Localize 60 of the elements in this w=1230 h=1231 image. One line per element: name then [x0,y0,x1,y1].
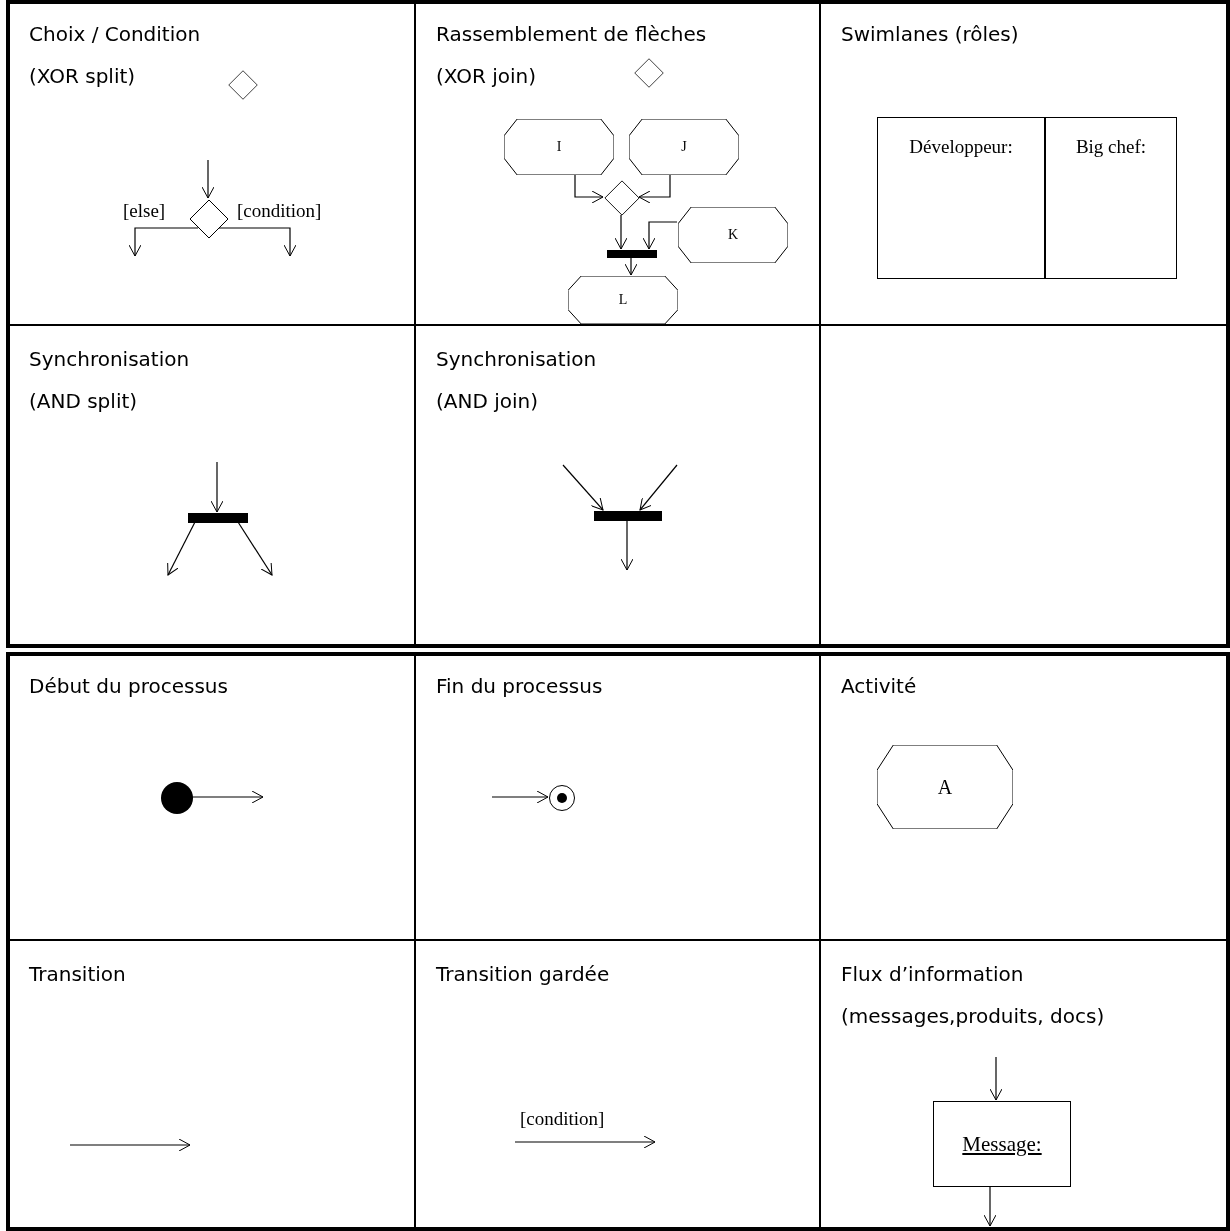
cell-heading: Début du processus [29,673,229,700]
notation-cell [415,325,820,645]
cell-heading: Synchronisation [29,346,191,373]
activity-node [504,119,614,175]
arrow [210,461,224,513]
end-marker [549,785,575,811]
cell-heading: Swimlanes (rôles) [841,21,1020,48]
sync-bar [188,513,248,523]
notation-cell [820,325,1228,645]
cell-heading: Transition [29,961,127,988]
arrow [191,790,264,804]
decision-diamond [189,199,229,239]
cell-heading: Rassemblement de flèches [436,21,708,48]
cell-heading: Activité [841,673,918,700]
guard-label: [condition] [520,1108,605,1130]
cell-heading: (messages,produits, docs) [841,1003,1106,1030]
cell-heading: Fin du processus [436,673,604,700]
cell-heading: (XOR join) [436,63,538,90]
swimlane [1045,117,1177,279]
sync-bar [594,511,662,521]
arrow [167,521,196,576]
decision-diamond [634,58,664,88]
arrow [639,464,678,511]
lane-label: Big chef: [1075,136,1147,157]
cell-heading: Flux d’information [841,961,1025,988]
arrow [614,214,628,250]
arrow [983,1185,997,1227]
activity-label: L [617,292,629,308]
activity-label: I [555,139,563,155]
arrow [491,790,549,804]
start-dot [161,782,193,814]
sync-bar [607,250,657,258]
activity-node [678,207,788,263]
arrow [989,1056,1003,1101]
activity-label: A [936,775,954,799]
activity-label: K [726,227,740,243]
arrow [620,519,634,571]
swimlane [877,117,1045,279]
arrow [562,464,604,511]
cell-heading: Transition gardée [436,961,611,988]
notation-cell [8,325,415,645]
cell-heading: (XOR split) [29,63,137,90]
activity-node [877,745,1013,829]
decision-diamond [604,180,640,216]
activity-node [629,119,739,175]
arrow [624,256,638,276]
arrow [201,159,215,199]
activity-label: J [680,139,688,155]
lane-label: Développeur: [909,136,1013,157]
activity-node [568,276,678,324]
arrow [128,227,199,257]
object-box [933,1101,1071,1187]
arrow [237,521,273,576]
decision-diamond [228,70,258,100]
arrow [642,221,678,250]
cell-heading: (AND join) [436,388,540,415]
cell-heading: Choix / Condition [29,21,202,48]
cell-heading: (AND split) [29,388,139,415]
object-label: Message: [962,1132,1042,1156]
cell-heading: Synchronisation [436,346,598,373]
